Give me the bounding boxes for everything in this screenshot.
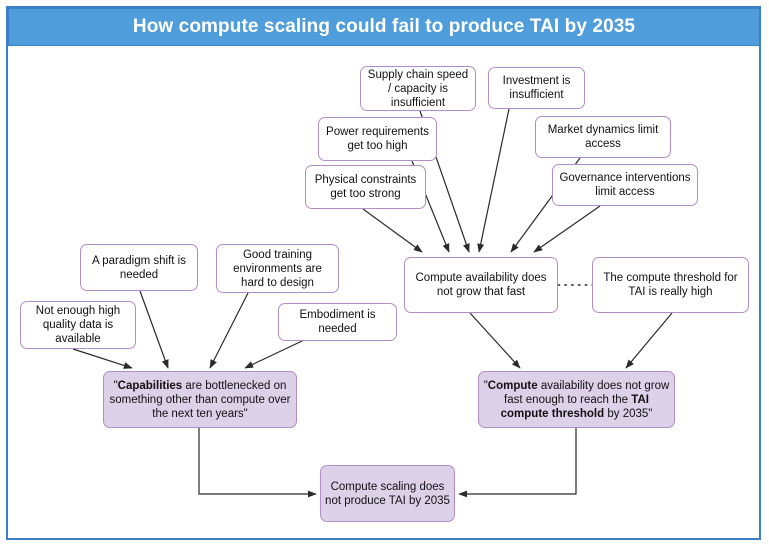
node-label: The compute threshold for TAI is really …: [603, 272, 738, 298]
node-label: A paradigm shift is needed: [92, 254, 186, 281]
node-paradigm[interactable]: A paradigm shift is needed: [80, 244, 198, 291]
node-investment[interactable]: Investment is insufficient: [488, 67, 585, 109]
node-label: Power requirements get too high: [326, 126, 429, 152]
node-training-env[interactable]: Good training environments are hard to d…: [216, 244, 339, 293]
node-power[interactable]: Power requirements get too high: [318, 117, 437, 161]
node-compute-claim[interactable]: "Compute availability does not grow fast…: [478, 371, 675, 428]
node-label: Governance interventions limit access: [559, 172, 691, 198]
node-market-dynamics[interactable]: Market dynamics limit access: [535, 116, 671, 158]
node-embodiment[interactable]: Embodiment is needed: [278, 303, 397, 341]
node-label: Not enough high quality data is availabl…: [35, 305, 121, 345]
node-label: Market dynamics limit access: [547, 124, 659, 150]
node-conclusion[interactable]: Compute scaling does not produce TAI by …: [320, 465, 455, 522]
node-label: "Compute availability does not grow fast…: [483, 379, 670, 420]
node-label: Investment is insufficient: [502, 75, 571, 101]
node-label: Physical constraints get too strong: [314, 174, 417, 200]
node-supply-chain[interactable]: Supply chain speed / capacity is insuffi…: [360, 66, 476, 111]
node-label: "Capabilities are bottlenecked on someth…: [109, 379, 291, 420]
node-label: Supply chain speed / capacity is insuffi…: [367, 68, 469, 109]
node-threshold[interactable]: The compute threshold for TAI is really …: [592, 257, 749, 313]
title-banner: How compute scaling could fail to produc…: [8, 8, 760, 46]
node-compute-avail[interactable]: Compute availability does not grow that …: [404, 257, 558, 313]
node-physical[interactable]: Physical constraints get too strong: [305, 165, 426, 209]
page-title: How compute scaling could fail to produc…: [132, 16, 636, 37]
node-capabilities-claim[interactable]: "Capabilities are bottlenecked on someth…: [103, 371, 297, 428]
node-label: Good training environments are hard to d…: [233, 248, 322, 289]
node-label: Compute scaling does not produce TAI by …: [325, 480, 450, 507]
node-label: Embodiment is needed: [299, 309, 376, 335]
node-label: Compute availability does not grow that …: [415, 272, 547, 298]
node-governance[interactable]: Governance interventions limit access: [552, 164, 698, 206]
node-data[interactable]: Not enough high quality data is availabl…: [20, 301, 136, 349]
